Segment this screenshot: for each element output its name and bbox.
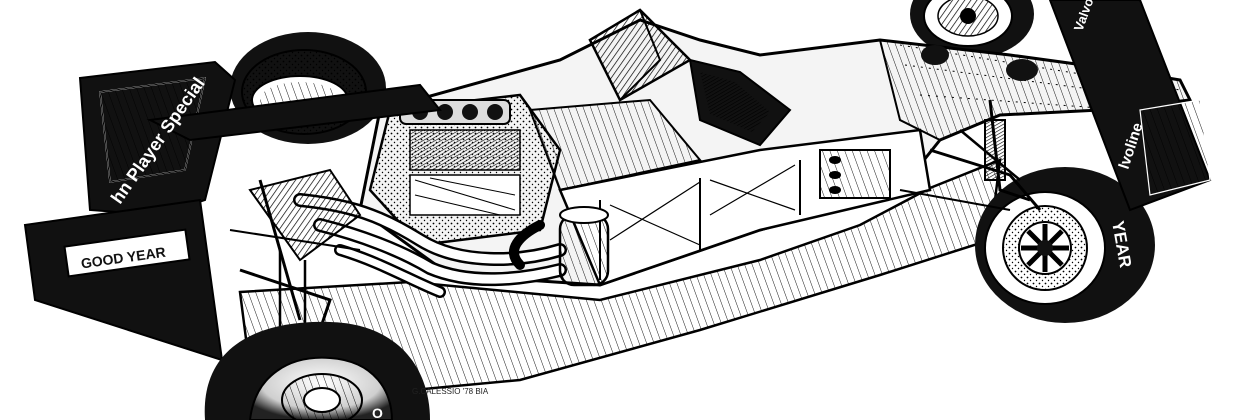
- rear-lower-wheel: O: [204, 321, 430, 420]
- oil-cylinder: [558, 206, 610, 287]
- front-upper-wheel: [910, 0, 1034, 58]
- rear-lower-tyre-text: O: [372, 405, 383, 420]
- front-lower-wheel: YEAR: [975, 167, 1155, 323]
- artist-signature: G.CALESSIO '78 BIA: [412, 387, 489, 396]
- rear-wing: hn Player Special GOOD YEAR: [23, 60, 442, 362]
- front-wing: lvoline Valvoline: [1048, 0, 1212, 212]
- front-suspension: [899, 99, 1042, 211]
- engine-block: [368, 93, 562, 247]
